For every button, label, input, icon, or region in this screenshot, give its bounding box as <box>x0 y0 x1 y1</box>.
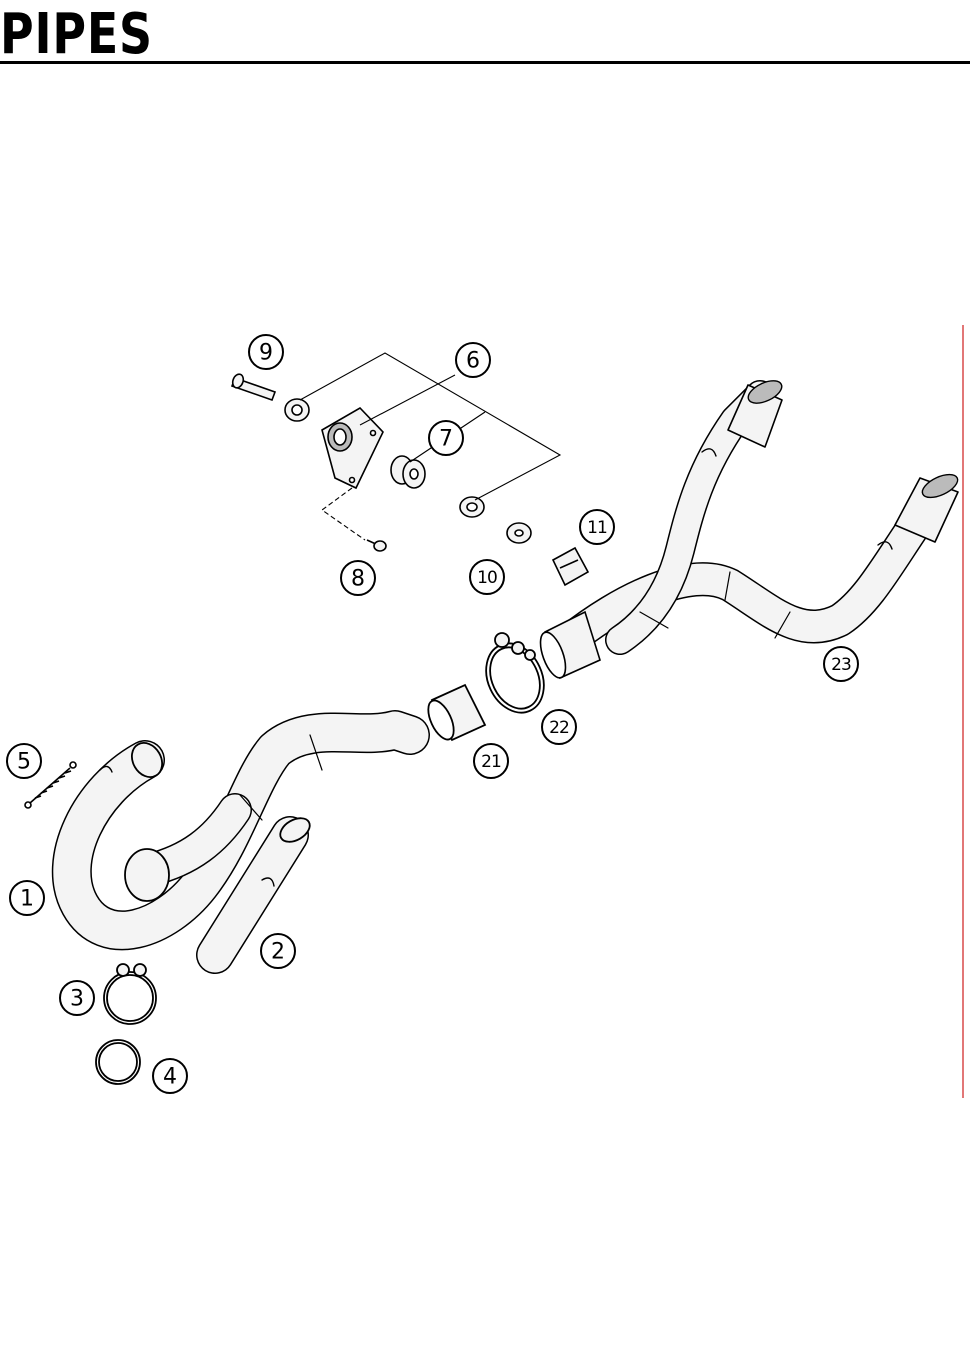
callout-2: 2 <box>260 933 296 969</box>
part-7-sleeve <box>459 496 485 518</box>
callout-21: 21 <box>473 743 509 779</box>
callout-23: 23 <box>823 646 859 682</box>
callout-label-4: 4 <box>163 1065 177 1090</box>
callout-label-9: 9 <box>259 341 273 366</box>
callout-22: 22 <box>541 709 577 745</box>
callout-11: 11 <box>579 509 615 545</box>
callout-label-3: 3 <box>70 987 84 1012</box>
part-23-inlet <box>539 610 601 680</box>
part-4-gasket-ring <box>95 1039 141 1085</box>
part-3-clamp <box>103 963 157 1025</box>
part-2-cylinder-pipe <box>196 816 311 974</box>
callout-3: 3 <box>59 980 95 1016</box>
callout-6: 6 <box>455 342 491 378</box>
callout-1: 1 <box>9 880 45 916</box>
callout-label-1: 1 <box>20 887 34 912</box>
callout-label-11: 11 <box>587 518 607 538</box>
callout-label-10: 10 <box>477 568 497 588</box>
callout-label-21: 21 <box>481 752 501 772</box>
part-9-bolt <box>230 373 277 402</box>
part-11-clip <box>551 546 590 587</box>
part-10-washer <box>506 522 532 544</box>
callout-5: 5 <box>6 743 42 779</box>
callout-9: 9 <box>248 334 284 370</box>
part-9-bushing <box>284 398 310 422</box>
callout-label-5: 5 <box>17 750 31 775</box>
part-22-clamp <box>485 632 545 714</box>
callout-label-22: 22 <box>549 718 569 738</box>
callout-8: 8 <box>340 560 376 596</box>
callout-label-7: 7 <box>439 427 453 452</box>
part-1-header-pipe <box>51 710 430 951</box>
callout-4: 4 <box>152 1058 188 1094</box>
callout-label-8: 8 <box>351 567 365 592</box>
callout-label-2: 2 <box>271 940 285 965</box>
part-8-screw <box>366 539 387 552</box>
part-21-sleeve <box>427 683 487 742</box>
callout-label-23: 23 <box>831 655 851 675</box>
callout-10: 10 <box>469 559 505 595</box>
title-rule <box>0 61 970 64</box>
part-23-rear-y-pipe <box>553 380 959 657</box>
callout-7: 7 <box>428 420 464 456</box>
part-6-bracket <box>321 406 384 490</box>
part-5-spring <box>24 761 77 809</box>
page-title: PIPES <box>0 2 153 67</box>
part-7-rubber-bushing <box>390 455 426 489</box>
callout-label-6: 6 <box>466 349 480 374</box>
